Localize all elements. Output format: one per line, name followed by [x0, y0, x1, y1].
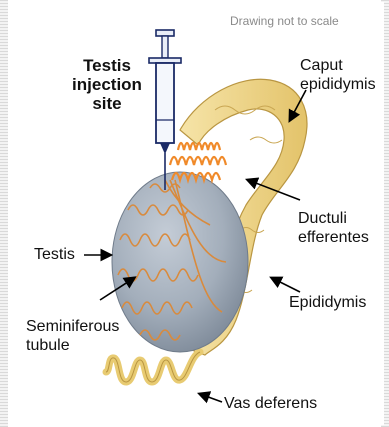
epididymis-label: Epididymis	[289, 293, 366, 312]
testis-label: Testis	[34, 245, 75, 264]
ductuli-label: Ductuli efferentes	[298, 209, 369, 247]
vas-deferens-arrow	[200, 394, 222, 402]
vas-deferens-label: Vas deferens	[224, 394, 317, 413]
syringe-icon	[149, 30, 181, 190]
vas-deferens	[106, 352, 200, 382]
seminiferous-label-line2: tubule	[26, 336, 119, 355]
caput-label: Caput epididymis	[300, 56, 376, 94]
scale-note: Drawing not to scale	[230, 12, 339, 31]
ductuli-efferentes	[170, 143, 226, 180]
injection-label-line1: Testis	[62, 56, 152, 75]
injection-label-line3: site	[62, 94, 152, 113]
caput-label-line1: Caput	[300, 56, 376, 75]
ductuli-label-line1: Ductuli	[298, 209, 369, 228]
injection-site-label: Testis injection site	[62, 56, 152, 113]
epididymis-arrow	[272, 278, 300, 292]
caput-label-line2: epididymis	[300, 75, 376, 94]
ductuli-label-line2: efferentes	[298, 228, 369, 247]
seminiferous-tubule-label: Seminiferous tubule	[26, 317, 119, 355]
seminiferous-label-line1: Seminiferous	[26, 317, 119, 336]
injection-label-line2: injection	[62, 75, 152, 94]
